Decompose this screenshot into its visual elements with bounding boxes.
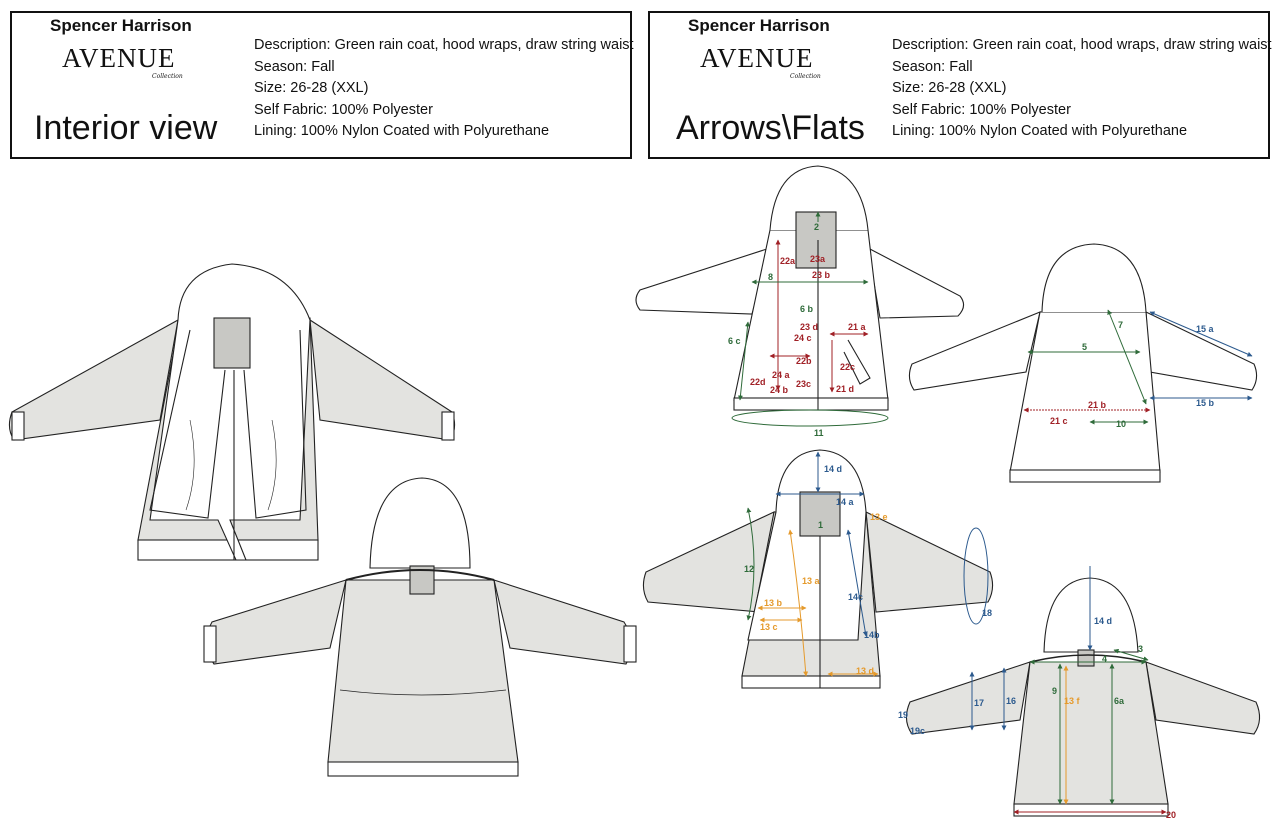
measure-label: 13 a xyxy=(802,576,821,586)
measure-label: 16 xyxy=(1006,696,1016,706)
spec-season: Season: Fall xyxy=(254,58,335,75)
view-title: Interior view xyxy=(34,109,218,147)
measure-back-top: 7 15 a 5 21 b 15 b 21 c 10 xyxy=(1023,309,1253,429)
measure-label: 14 d xyxy=(1094,616,1112,626)
brand-logo: AVENUE xyxy=(62,43,176,73)
coat-interior-measured xyxy=(642,449,994,689)
coat-back-view xyxy=(203,477,637,777)
measure-label: 14b xyxy=(864,630,880,640)
spec-list: Description: Green rain coat, hood wraps… xyxy=(892,35,1272,143)
spec-panel-arrows: Spencer Harrison AVENUE Collection Arrow… xyxy=(648,11,1272,159)
measure-label: 14c xyxy=(848,592,863,602)
measure-label: 15 b xyxy=(1196,398,1215,408)
spec-self-fabric: Self Fabric: 100% Polyester xyxy=(892,101,1071,118)
measure-label: 19 xyxy=(898,710,908,720)
measure-label: 22b xyxy=(796,356,812,366)
measure-label: 12 xyxy=(744,564,754,574)
measure-label: 13 b xyxy=(764,598,783,608)
measure-label: 20 xyxy=(1166,810,1176,820)
brand-sub-logo: Collection xyxy=(152,73,183,80)
coat-back-measured xyxy=(908,243,1258,483)
measure-label: 23 b xyxy=(812,270,831,280)
coat-back-measured-2 xyxy=(905,577,1261,817)
measure-label: 3 xyxy=(1138,644,1143,654)
designer-name: Spencer Harrison xyxy=(688,16,830,35)
spec-self-fabric: Self Fabric: 100% Polyester xyxy=(254,101,433,118)
measure-label: 13 c xyxy=(760,622,778,632)
measure-label: 2 xyxy=(814,222,819,232)
measure-label: 10 xyxy=(1116,419,1126,429)
brand-logo: AVENUE xyxy=(700,43,814,73)
measure-label: 23 d xyxy=(800,322,818,332)
measure-label: 24 c xyxy=(794,333,812,343)
measure-label: 6 b xyxy=(800,304,814,314)
measure-label: 21 d xyxy=(836,384,854,394)
measure-label: 15 a xyxy=(1196,324,1215,334)
spec-size: Size: 26-28 (XXL) xyxy=(254,80,369,96)
measure-label: 5 xyxy=(1082,342,1087,352)
spec-panel-interior: Spencer Harrison AVENUE Collection Inter… xyxy=(10,11,634,159)
measure-label: 1 xyxy=(818,520,823,530)
designer-name: Spencer Harrison xyxy=(50,16,192,35)
coat-interior-open xyxy=(8,263,456,561)
measure-label: 24 b xyxy=(770,385,789,395)
measure-label: 14 a xyxy=(836,497,855,507)
measure-label: 13 f xyxy=(1064,696,1081,706)
spec-list: Description: Green rain coat, hood wraps… xyxy=(254,35,634,143)
measure-label: 9 xyxy=(1052,686,1057,696)
spec-season: Season: Fall xyxy=(892,58,973,75)
spec-lining: Lining: 100% Nylon Coated with Polyureth… xyxy=(892,123,1188,139)
measure-back-bottom: 14 d 3 4 9 17 16 13 f 6a 19 19c 20 xyxy=(898,566,1176,820)
spec-description: Description: Green rain coat, hood wraps… xyxy=(254,37,634,53)
measure-label: 6a xyxy=(1114,696,1125,706)
spec-lining: Lining: 100% Nylon Coated with Polyureth… xyxy=(254,123,550,139)
measure-label: 4 xyxy=(1102,654,1107,664)
measure-label: 22c xyxy=(840,362,855,372)
measure-label: 13 d xyxy=(856,666,874,676)
measure-label: 7 xyxy=(1118,320,1123,330)
spec-size: Size: 26-28 (XXL) xyxy=(892,80,1007,96)
spec-description: Description: Green rain coat, hood wraps… xyxy=(892,37,1272,53)
measure-front-interior: 14 d 14 a 13 e 1 12 13 a 13 b 14c 13 c 1… xyxy=(744,451,992,677)
measure-label: 21 c xyxy=(1050,416,1068,426)
measure-label: 11 xyxy=(814,428,824,438)
measure-front-open: 2 23a 22a 23 b 8 6 b 6 c 23 d 24 c 21 a … xyxy=(728,211,889,438)
brand-sub-logo: Collection xyxy=(790,73,821,80)
measure-label: 21 b xyxy=(1088,400,1107,410)
measure-label: 8 xyxy=(768,272,773,282)
measure-label: 23a xyxy=(810,254,826,264)
measure-label: 18 xyxy=(982,608,992,618)
measure-label: 17 xyxy=(974,698,984,708)
measure-label: 22d xyxy=(750,377,766,387)
coat-front-measured xyxy=(635,165,965,411)
measure-label: 22a xyxy=(780,256,796,266)
measure-label: 6 c xyxy=(728,336,741,346)
view-title: Arrows\Flats xyxy=(676,109,865,147)
measure-label: 14 d xyxy=(824,464,842,474)
measure-label: 24 a xyxy=(772,370,791,380)
measure-label: 19c xyxy=(910,726,925,736)
measure-label: 23c xyxy=(796,379,811,389)
measure-label: 21 a xyxy=(848,322,867,332)
measure-label: 13 e xyxy=(870,512,888,522)
